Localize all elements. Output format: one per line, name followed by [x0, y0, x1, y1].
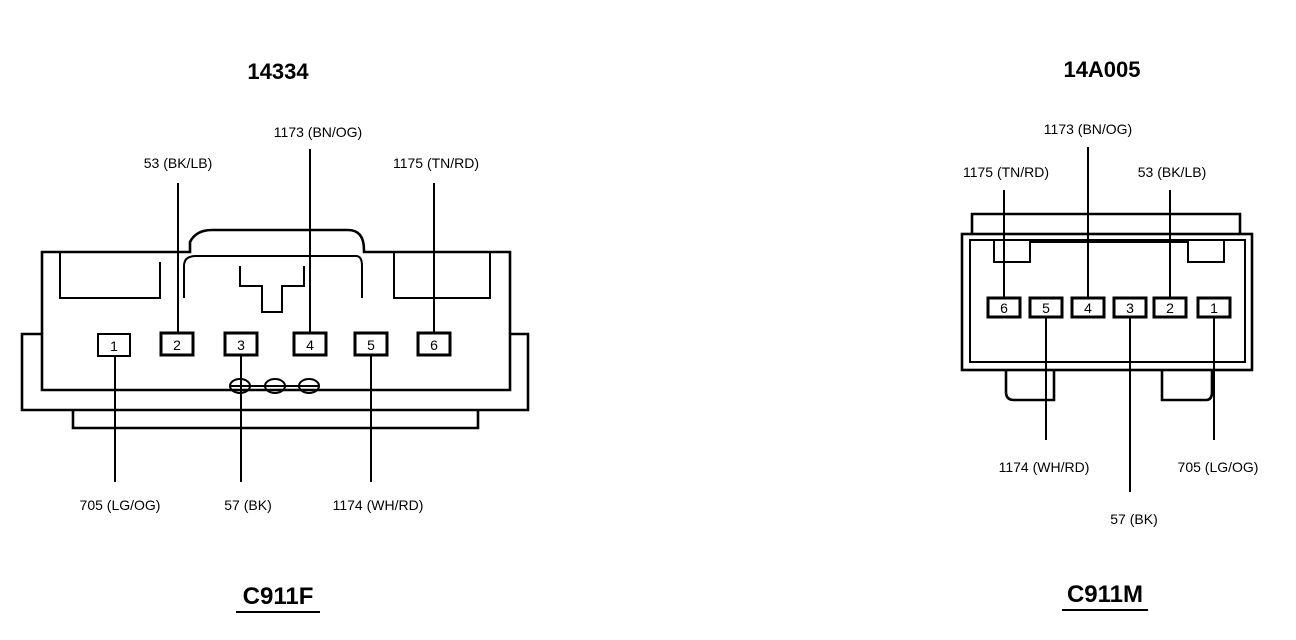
right-pin-5: 5 [1028, 296, 1064, 319]
right-wire-label-pin6: 1175 (TN/RD) [963, 164, 1049, 180]
left-wire-label-pin4: 1173 (BN/OG) [274, 124, 362, 140]
right-wire-label-pin4: 1173 (BN/OG) [1044, 121, 1132, 137]
left-connector-id: C911F [243, 583, 314, 610]
left-wire-label-pin1: 705 (LG/OG) [80, 497, 161, 513]
right-pin-1: 1 [1196, 296, 1232, 319]
svg-text:5: 5 [367, 337, 375, 353]
svg-text:6: 6 [1000, 300, 1008, 316]
svg-text:4: 4 [1084, 300, 1092, 316]
left-wire-label-pin2: 53 (BK/LB) [144, 155, 212, 171]
right-wire-label-pin2: 53 (BK/LB) [1138, 164, 1206, 180]
right-connector-id: C911M [1067, 581, 1143, 608]
svg-text:2: 2 [1166, 300, 1174, 316]
left-wire-label-pin6: 1175 (TN/RD) [393, 155, 479, 171]
right-wire-label-pin1: 705 (LG/OG) [1178, 459, 1259, 475]
left-connector-housing [20, 228, 530, 430]
svg-text:2: 2 [173, 337, 181, 353]
right-pin-2: 2 [1152, 296, 1188, 319]
left-pin-1: 1 [97, 333, 131, 357]
right-pin-4: 4 [1070, 296, 1106, 319]
svg-text:6: 6 [430, 337, 438, 353]
right-part-number: 14A005 [1063, 57, 1140, 82]
left-connector: 14334 [20, 59, 530, 613]
right-wire-label-pin3: 57 (BK) [1110, 511, 1157, 527]
left-wire-label-pin3: 57 (BK) [224, 497, 271, 513]
left-pin-2: 2 [159, 331, 195, 357]
left-part-number: 14334 [247, 59, 309, 84]
right-connector: 14A005 6 5 [960, 57, 1259, 611]
svg-text:4: 4 [306, 337, 314, 353]
svg-text:5: 5 [1042, 300, 1050, 316]
right-connector-housing [960, 212, 1254, 402]
right-pin-6: 6 [986, 296, 1022, 319]
svg-text:3: 3 [237, 337, 245, 353]
right-pin-3: 3 [1112, 296, 1148, 319]
left-wire-label-pin5: 1174 (WH/RD) [333, 497, 424, 513]
left-pin-3: 3 [223, 331, 259, 357]
svg-text:3: 3 [1126, 300, 1134, 316]
svg-text:1: 1 [1210, 300, 1218, 316]
left-pin-5: 5 [353, 331, 389, 357]
left-pin-4: 4 [292, 331, 328, 357]
svg-text:1: 1 [110, 338, 118, 354]
right-wire-label-pin5: 1174 (WH/RD) [999, 459, 1090, 475]
left-pin-6: 6 [416, 331, 452, 357]
